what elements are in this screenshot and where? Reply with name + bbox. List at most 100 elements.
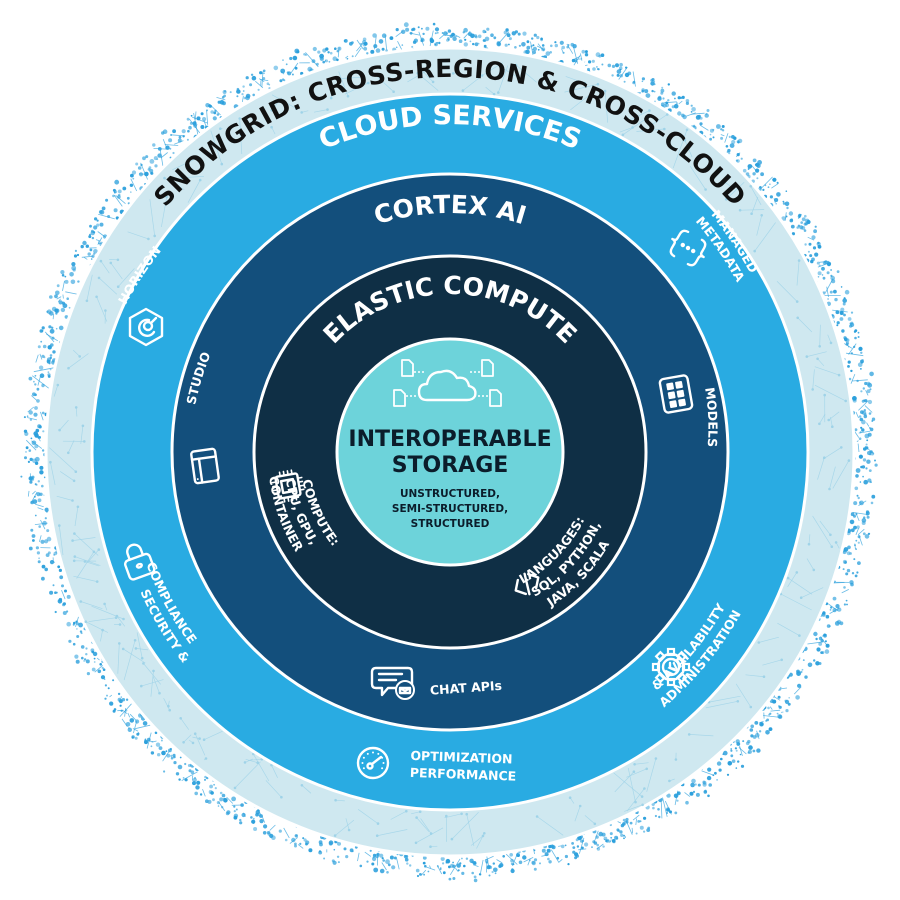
network-dot <box>142 156 146 161</box>
network-dot <box>802 659 805 661</box>
network-dot <box>857 362 863 368</box>
network-line <box>485 86 495 95</box>
network-line <box>684 140 693 158</box>
network-dot <box>765 730 770 735</box>
network-line <box>720 134 725 137</box>
network-dot <box>343 39 346 42</box>
network-dot <box>58 568 63 573</box>
network-dot <box>427 870 430 873</box>
network-line <box>88 617 117 622</box>
network-line <box>150 670 154 697</box>
network-line <box>37 507 44 511</box>
network-dot <box>391 865 396 870</box>
network-dot <box>46 359 50 363</box>
optimization-label-2: PERFORMANCE <box>410 765 517 784</box>
network-dot <box>575 838 579 842</box>
network-line <box>39 535 42 543</box>
network-dot <box>584 50 588 54</box>
network-dot <box>223 94 227 98</box>
network-line <box>784 212 787 221</box>
network-dot <box>781 216 786 221</box>
network-dot <box>178 135 182 139</box>
network-dot <box>829 533 832 537</box>
network-dot <box>662 97 665 100</box>
network-dot <box>651 89 654 93</box>
network-line <box>75 407 78 417</box>
network-dot <box>96 223 100 227</box>
network-line <box>194 733 206 756</box>
network-dot <box>109 261 113 265</box>
network-dot <box>55 312 58 315</box>
network-dot <box>90 258 93 260</box>
network-dot <box>790 218 793 221</box>
network-dot <box>509 853 513 857</box>
network-dot <box>300 111 304 114</box>
network-dot <box>452 861 454 864</box>
network-dot <box>574 856 578 860</box>
network-dot <box>56 284 60 288</box>
network-dot <box>125 698 129 701</box>
network-dot <box>118 623 122 626</box>
network-dot <box>665 113 669 116</box>
network-line <box>808 534 811 545</box>
network-dot <box>56 383 60 387</box>
network-line <box>115 194 126 205</box>
network-dot <box>112 679 115 682</box>
network-dot <box>845 572 849 576</box>
network-dot <box>874 463 878 467</box>
network-dot <box>704 113 709 118</box>
network-dot <box>856 525 860 529</box>
network-line <box>550 849 560 863</box>
network-dot <box>300 784 304 787</box>
network-dot <box>251 75 257 81</box>
network-dot <box>826 261 832 266</box>
network-dot <box>685 99 690 103</box>
network-dot <box>270 109 273 112</box>
network-dot <box>807 662 813 668</box>
network-dot <box>282 59 284 61</box>
network-dot <box>231 796 237 802</box>
network-line <box>618 66 628 80</box>
network-line <box>771 182 779 189</box>
network-line <box>570 89 597 111</box>
network-dot <box>709 137 712 141</box>
network-line <box>140 162 148 180</box>
network-dot <box>405 27 410 32</box>
network-dot <box>637 820 641 823</box>
network-dot <box>99 663 102 666</box>
network-dot <box>322 48 327 53</box>
network-dot <box>860 359 864 364</box>
network-dot <box>646 828 651 832</box>
network-line <box>819 260 830 263</box>
network-line <box>56 495 73 501</box>
network-dot <box>49 328 55 334</box>
network-dot <box>595 88 598 91</box>
network-dot <box>667 83 670 86</box>
network-dot <box>797 683 802 688</box>
network-dot <box>122 617 125 621</box>
network-dot <box>334 798 337 802</box>
network-line <box>146 732 152 749</box>
chip-pin <box>272 489 279 492</box>
network-dot <box>54 294 58 299</box>
network-dot <box>593 822 597 826</box>
network-line <box>161 196 168 228</box>
network-dot <box>493 36 497 40</box>
network-line <box>735 683 752 708</box>
network-dot <box>169 147 172 150</box>
network-dot <box>774 198 779 202</box>
network-dot <box>687 733 691 736</box>
network-dot <box>858 346 863 351</box>
network-dot <box>690 782 695 788</box>
network-dot <box>621 133 625 137</box>
code-brackets-icon <box>514 572 540 596</box>
network-dot <box>133 639 137 642</box>
network-line <box>135 724 151 730</box>
network-line <box>80 425 84 445</box>
network-line <box>754 222 776 252</box>
network-dot <box>657 808 660 811</box>
network-dot <box>401 29 406 34</box>
network-dot <box>866 459 871 464</box>
network-dot <box>551 845 556 850</box>
network-line <box>627 767 636 803</box>
